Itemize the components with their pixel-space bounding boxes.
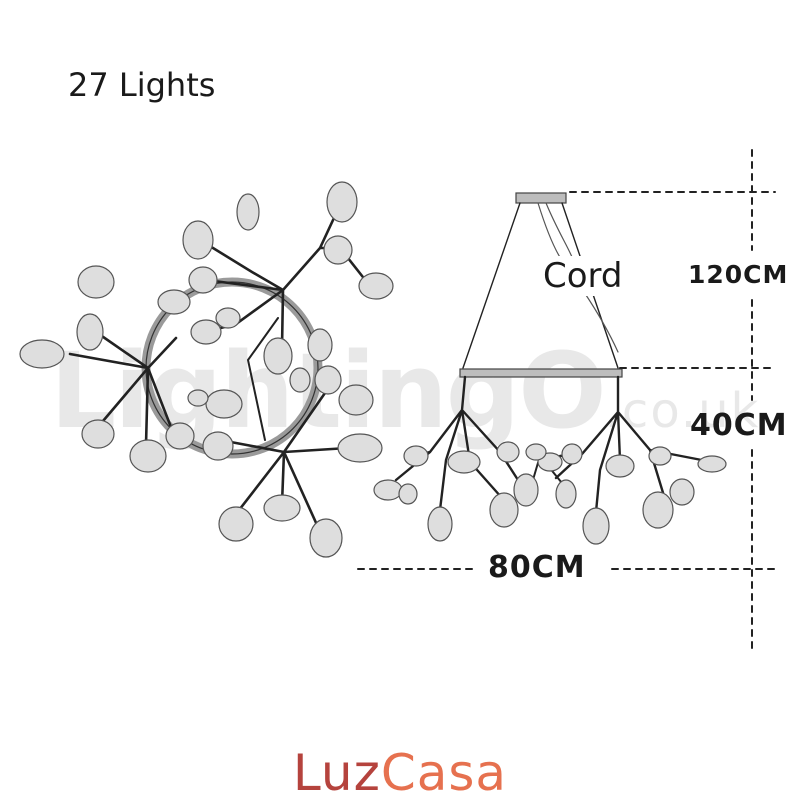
dimension-lines <box>357 149 777 651</box>
fixture-width-label: 80CM <box>488 550 586 585</box>
side-view-bulbs <box>373 441 727 545</box>
cord-label: Cord <box>541 256 625 296</box>
cord-length-label: 120CM <box>688 260 789 289</box>
top-view-bulbs <box>19 181 394 558</box>
fixture-height-label: 40CM <box>690 408 788 443</box>
lights-count-title: 27 Lights <box>68 66 216 104</box>
brand-logo: LuzCasa <box>292 744 508 800</box>
